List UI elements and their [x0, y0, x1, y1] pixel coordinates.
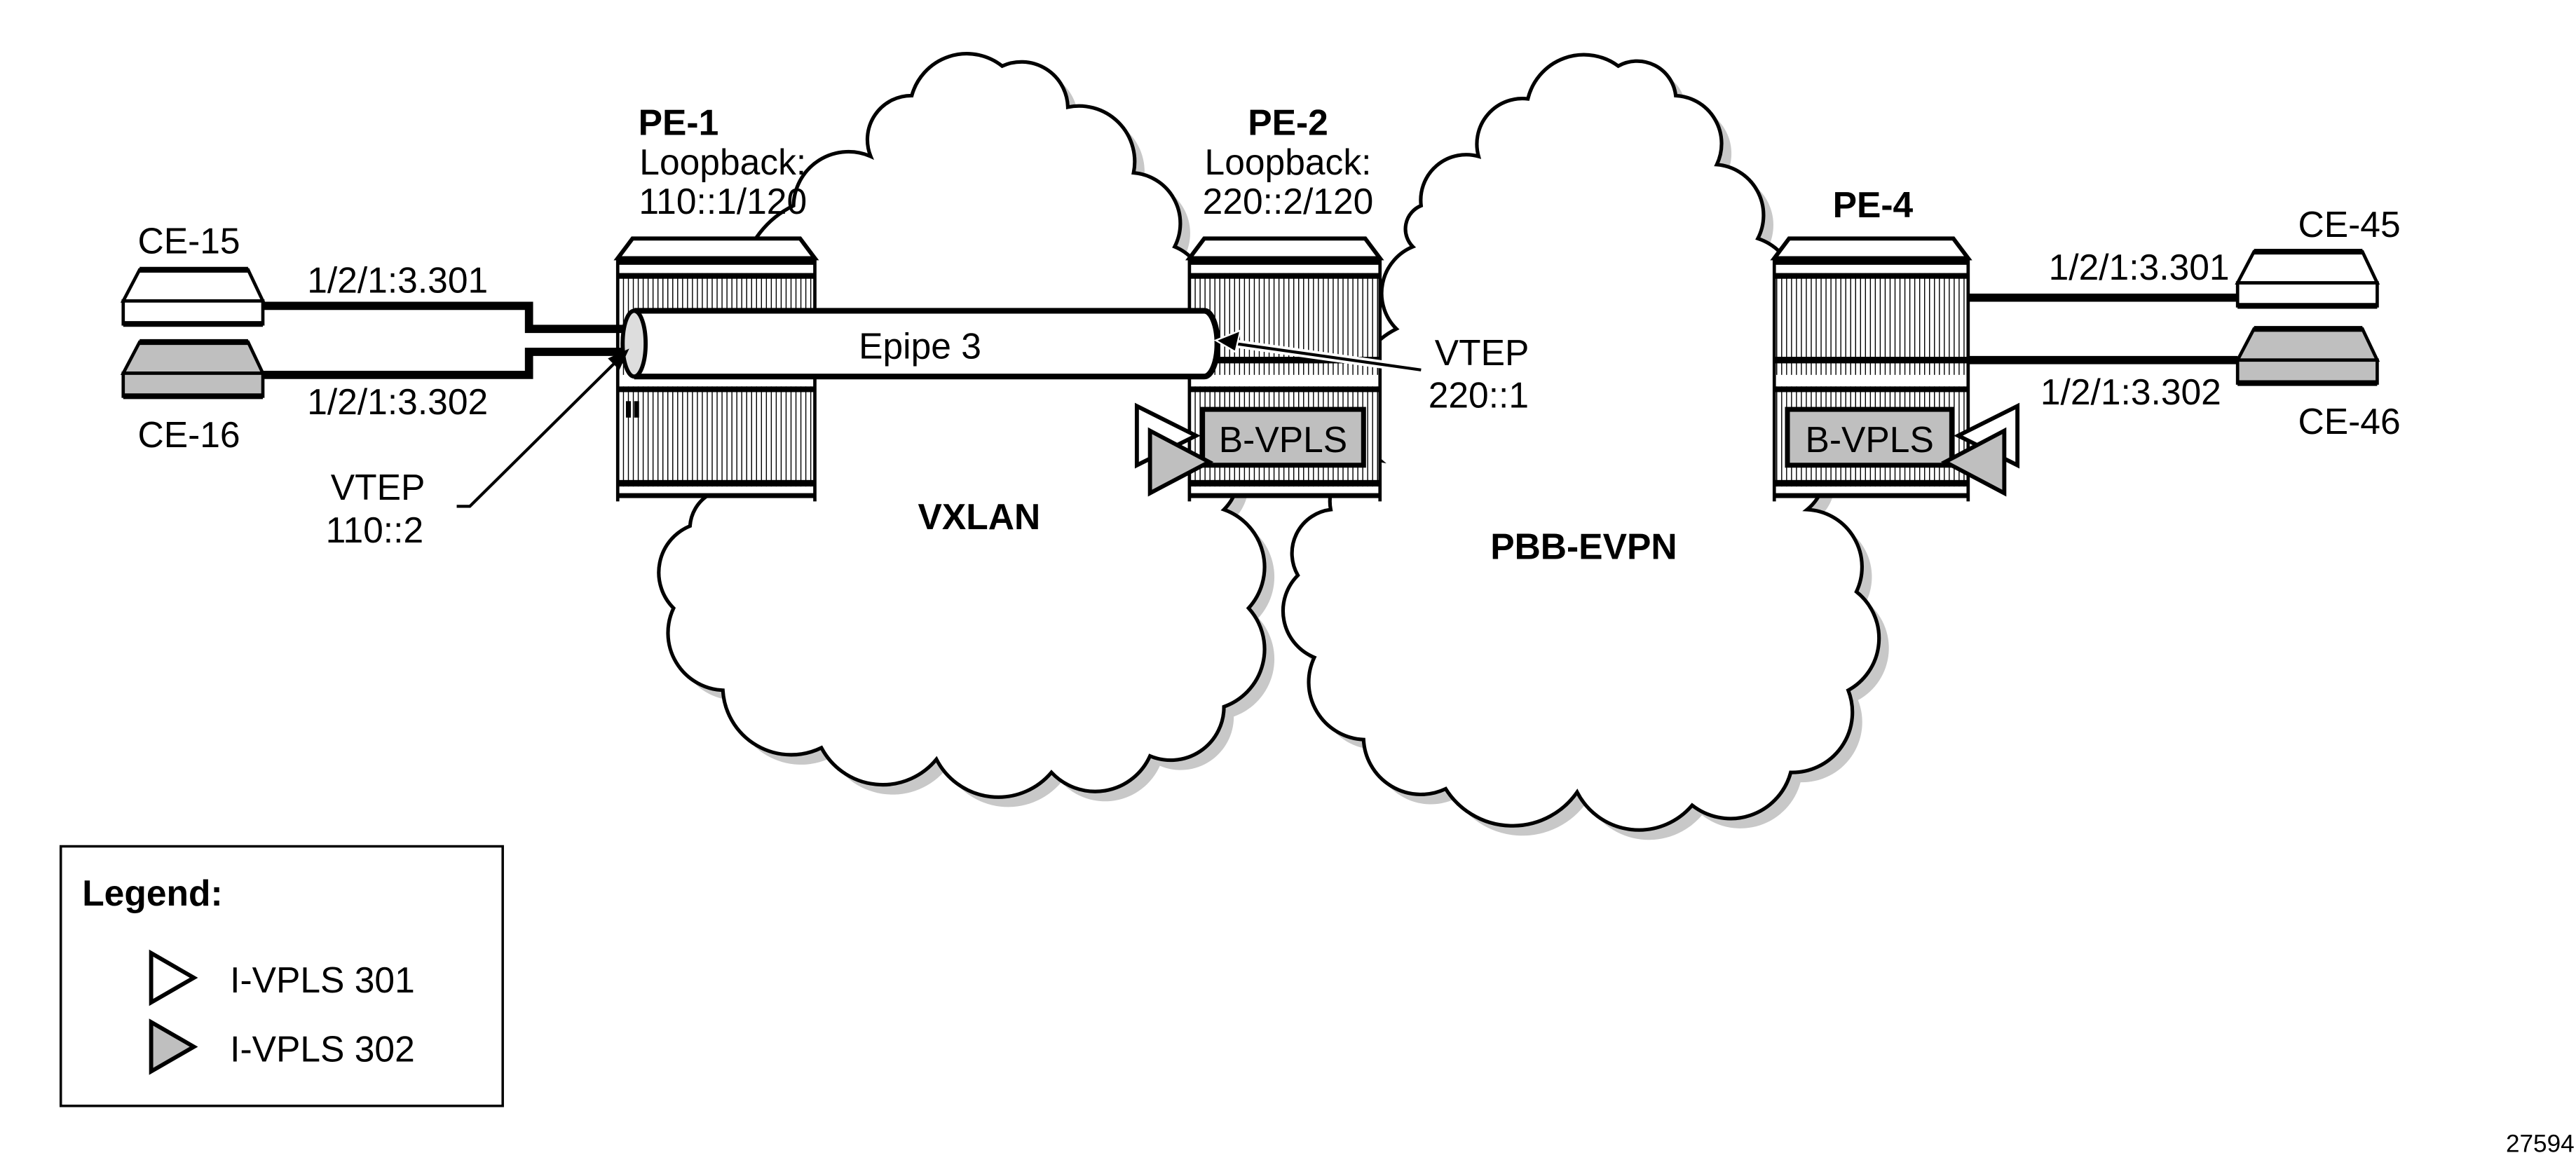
- legend-title: Legend:: [82, 873, 222, 913]
- i-vpls-302-icon: [1940, 427, 2007, 497]
- ce46-device: [2235, 326, 2380, 386]
- links-left: [263, 301, 633, 379]
- clouds: [657, 52, 1889, 840]
- gray-triangle-icon: [149, 1018, 198, 1075]
- ce-devices: [120, 248, 2380, 400]
- pe1-loopback: 110::1/120: [639, 181, 807, 221]
- ce15-device: [120, 266, 266, 327]
- ce45-name: CE-45: [2298, 204, 2401, 245]
- ce16-name: CE-16: [137, 414, 240, 455]
- pe2-router-b-vpls: [1200, 407, 1366, 468]
- vtep-right-annotation: VTEP 220::1: [1213, 329, 1529, 416]
- vtep-right-label: VTEP: [1435, 332, 1529, 373]
- pbb-evpn-cloud-outline: [1281, 53, 1881, 832]
- link-ce16-pe1: [263, 348, 633, 379]
- pe2-router: B-VPLS: [1134, 236, 1384, 502]
- ce45-sap: 1/2/1:3.301: [2049, 247, 2230, 287]
- ce16-device: [120, 339, 266, 400]
- i-vpls-302-icon: [1147, 427, 1214, 497]
- pe1-name: PE-1: [639, 102, 719, 143]
- pe2-name: PE-2: [1248, 102, 1328, 143]
- legend: Legend: I-VPLS 301 I-VPLS 302: [59, 845, 504, 1107]
- link-ce15-pe1: [263, 301, 633, 334]
- links-right: [1968, 293, 2238, 364]
- epipe-tunnel: Epipe 3: [620, 308, 1220, 380]
- ce46-name: CE-46: [2298, 401, 2401, 442]
- pbb-evpn-cloud: [1281, 53, 1889, 840]
- legend-item-label: I-VPLS 301: [230, 960, 415, 1000]
- pe2-loopback: 220::2/120: [1203, 181, 1374, 221]
- vxlan-cloud: [657, 52, 1275, 807]
- figure-id: 27594: [2506, 1130, 2575, 1157]
- vtep-left-address: 110::2: [326, 510, 424, 550]
- vtep-left-label: VTEP: [331, 467, 425, 507]
- b-vpls-label: B-VPLS: [1219, 419, 1347, 460]
- ce46-sap: 1/2/1:3.302: [2040, 371, 2221, 412]
- ce15-name: CE-15: [137, 220, 240, 261]
- vtep-right-address: 220::1: [1429, 375, 1529, 416]
- pe1-loopback-label: Loopback:: [639, 142, 806, 182]
- pe4-router-b-vpls: [1785, 407, 1954, 468]
- pe2-loopback-label: Loopback:: [1205, 142, 1372, 182]
- pbb-evpn-cloud-label: PBB-EVPN: [1490, 526, 1677, 566]
- ce15-sap: 1/2/1:3.301: [307, 260, 488, 301]
- vxlan-cloud-outline: [657, 52, 1267, 799]
- white-triangle-icon: [149, 949, 198, 1006]
- ce45-device: [2235, 248, 2380, 309]
- pe4-router: B-VPLS: [1770, 236, 2020, 502]
- vtep-left-annotation: VTEP 110::2: [326, 348, 629, 550]
- legend-item-label: I-VPLS 302: [230, 1029, 415, 1070]
- b-vpls-label: B-VPLS: [1806, 419, 1934, 460]
- ce16-sap: 1/2/1:3.302: [307, 381, 488, 422]
- vxlan-cloud-label: VXLAN: [918, 496, 1041, 537]
- epipe-label: Epipe 3: [859, 325, 981, 366]
- pe4-name: PE-4: [1833, 184, 1914, 225]
